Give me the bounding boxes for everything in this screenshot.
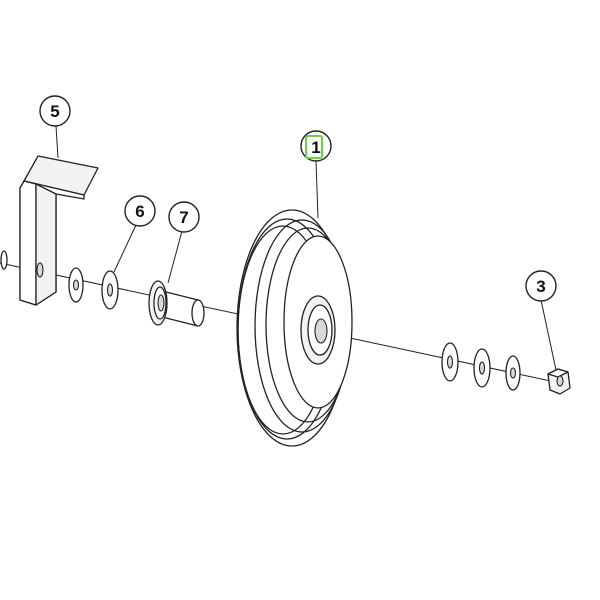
leader-line-5 [55, 125, 59, 159]
washer-left [68, 267, 84, 303]
washer-right-1 [441, 342, 459, 382]
callout-5: 5 [39, 95, 71, 127]
washer-right-2 [473, 348, 491, 388]
callout-5-label: 5 [50, 102, 59, 121]
axis-stub-part [0, 250, 8, 270]
callout-1-label: 1 [311, 138, 320, 157]
leader-line-3 [540, 299, 557, 371]
leader-line-6 [113, 224, 137, 273]
leader-line-1 [315, 159, 319, 219]
callout-3-label: 3 [536, 277, 545, 296]
part-7-bushing [148, 280, 205, 327]
callout-7: 7 [168, 201, 200, 233]
part-5-bracket [19, 155, 99, 306]
callout-6: 6 [124, 195, 156, 227]
callout-1: 1 [300, 130, 332, 162]
part-1-pulley [236, 209, 353, 447]
callout-6-label: 6 [135, 202, 144, 221]
callout-3: 3 [525, 270, 557, 302]
callout-1-highlight [305, 135, 323, 159]
callout-7-label: 7 [179, 208, 188, 227]
part-6-washer [101, 270, 119, 310]
leader-line-7 [167, 230, 183, 284]
part-3-nut [547, 368, 571, 395]
washer-right-3 [505, 355, 521, 391]
